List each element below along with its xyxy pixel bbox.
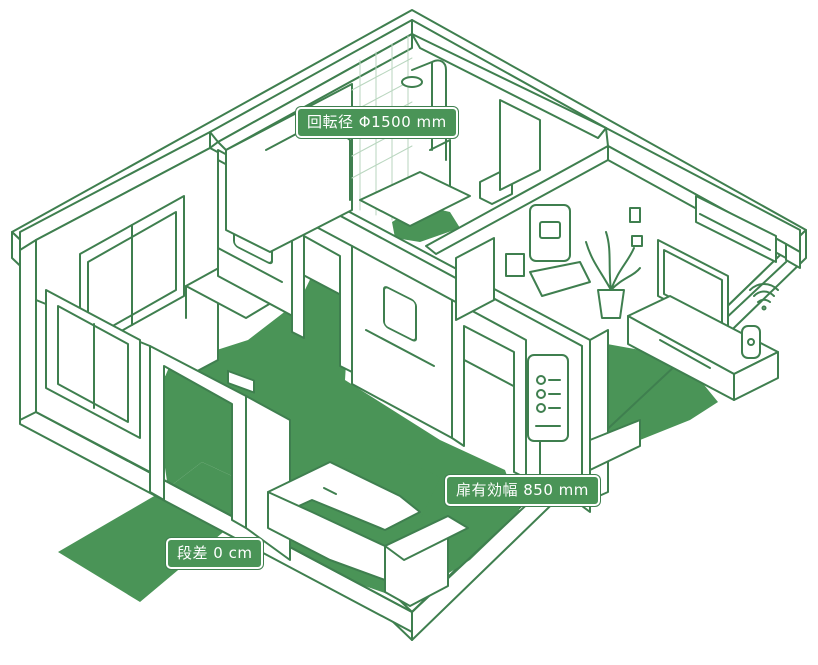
air-conditioner-icon — [695, 195, 777, 263]
callout-step-height: 段差 0 cm — [166, 538, 264, 569]
shoe-cabinet-handle — [323, 487, 337, 495]
front-bench — [267, 461, 469, 607]
control-panel — [527, 354, 569, 442]
tv-console-side — [733, 351, 779, 401]
front-window-inner — [57, 305, 129, 423]
hallway-floor — [155, 255, 520, 600]
line-art — [11, 9, 807, 641]
bath-divider — [499, 99, 541, 191]
wall-panel-center — [383, 286, 417, 342]
grab-bar-left — [217, 247, 283, 283]
front-left-wall — [19, 239, 37, 421]
bath-left-wall — [217, 33, 413, 151]
bath-right-wall — [411, 33, 607, 139]
control-panel-buttons — [535, 375, 561, 427]
laptop — [227, 369, 255, 394]
living-room-floor — [585, 340, 718, 440]
light-switch — [629, 207, 641, 223]
smart-speaker-icon — [741, 325, 761, 359]
tv-console-drawer — [659, 339, 711, 369]
shower-head — [401, 76, 423, 88]
plant-icon — [585, 231, 641, 319]
living-room-door — [455, 237, 495, 321]
wifi-icon — [749, 283, 779, 311]
light-switch-2 — [631, 235, 643, 247]
vent-grille — [505, 253, 525, 277]
shoe-cabinet-top — [384, 515, 469, 561]
living-door-frame — [451, 299, 527, 479]
wall-shelf — [529, 261, 591, 297]
grab-bar-center — [365, 329, 435, 367]
living-room — [425, 145, 787, 501]
low-wall — [589, 419, 641, 471]
callout-turning-radius: 回転径 Φ1500 mm — [296, 107, 458, 138]
left-room — [35, 141, 287, 473]
wall-thermostat — [539, 221, 561, 239]
callout-door-width: 扉有効幅 850 mm — [445, 475, 600, 506]
shower-tray — [359, 171, 471, 227]
